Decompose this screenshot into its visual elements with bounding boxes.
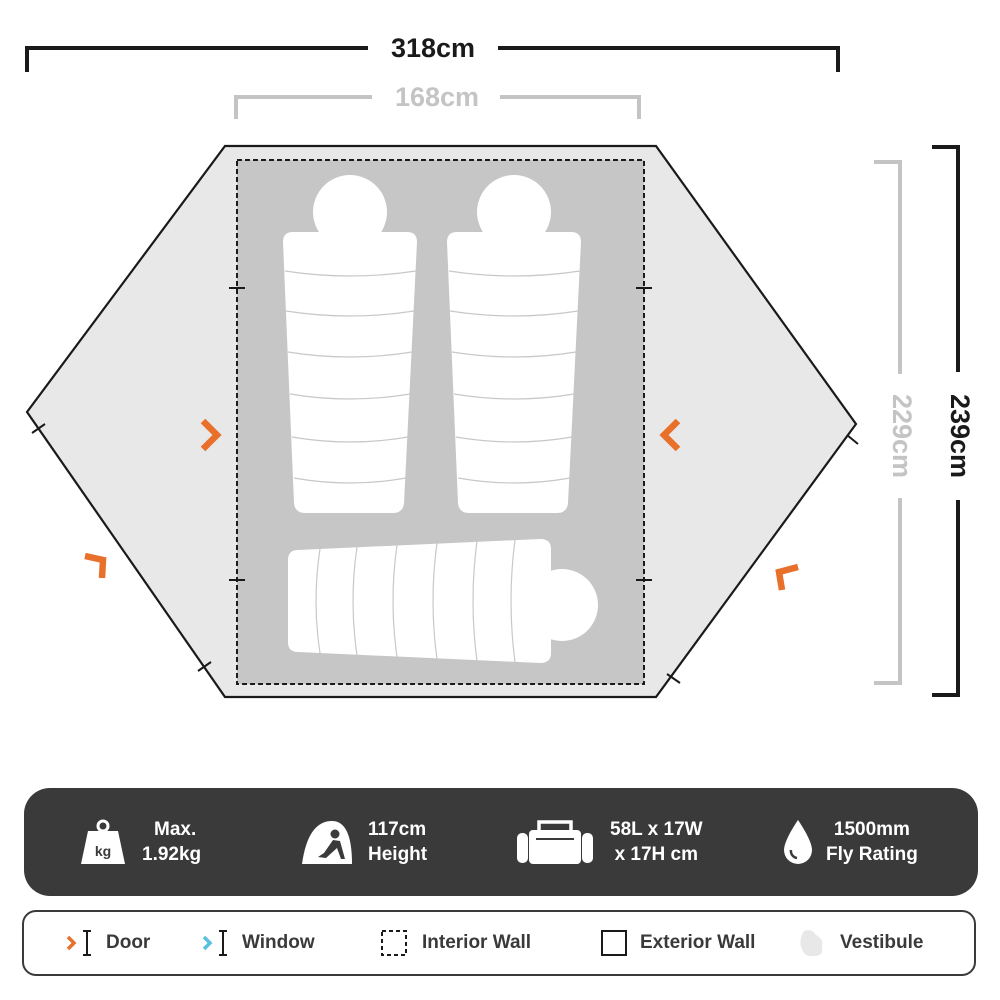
spec-weight: kg Max. 1.92kg	[78, 788, 201, 896]
spec-packed-size-line1: 58L x 17W	[610, 819, 703, 840]
outer-width-dimension: 318cm	[25, 33, 840, 72]
legend-vestibule-label: Vestibule	[840, 932, 924, 953]
outer-width-label: 318cm	[391, 33, 475, 63]
door-icon	[66, 930, 91, 956]
legend-item-vestibule: Vestibule	[796, 912, 923, 974]
duffel-bag-icon	[517, 820, 593, 864]
window-icon	[202, 930, 227, 956]
spec-fly-rating: 1500mm Fly Rating	[782, 788, 918, 896]
spec-fly-rating-line1: 1500mm	[833, 819, 910, 840]
legend-item-exterior-wall: Exterior Wall	[600, 912, 755, 974]
door-arrow-icon	[84, 552, 107, 579]
legend: Door Window Interior Wall Exterior Wall	[22, 910, 976, 976]
spec-height: 117cm Height	[300, 788, 427, 896]
inner-width-label: 168cm	[395, 82, 479, 112]
legend-interior-wall-label: Interior Wall	[422, 932, 532, 953]
outer-length-dimension: 239cm	[932, 145, 975, 697]
spec-weight-line2: 1.92kg	[142, 844, 202, 865]
inner-length-label: 229cm	[887, 394, 917, 478]
inner-length-dimension: 229cm	[874, 160, 917, 685]
inner-width-dimension: 168cm	[234, 82, 641, 119]
legend-item-window: Window	[200, 912, 315, 974]
exterior-door-markers	[31, 423, 859, 684]
interior-wall-icon	[381, 930, 407, 956]
spec-packed-size: 58L x 17W x 17H cm	[516, 788, 703, 896]
legend-item-interior-wall: Interior Wall	[380, 912, 531, 974]
interior-door-markers	[229, 287, 652, 581]
spec-height-line2: Height	[368, 844, 428, 865]
spec-fly-rating-line2: Fly Rating	[826, 844, 918, 865]
spec-packed-size-line2: x 17H cm	[614, 844, 699, 865]
water-drop-icon	[784, 820, 812, 864]
legend-window-label: Window	[242, 932, 315, 953]
tent-height-person-icon	[302, 821, 352, 864]
outer-length-label: 239cm	[945, 394, 975, 478]
spec-height-line1: 117cm	[368, 819, 427, 840]
floorplan-diagram: 318cm 168cm 229cm 239cm	[25, 33, 975, 699]
exterior-wall-icon	[601, 930, 627, 956]
vestibule-icon	[800, 930, 823, 957]
spec-weight-line1: Max.	[154, 819, 197, 840]
sleeping-bag	[288, 539, 598, 663]
specs-bar: kg Max. 1.92kg 117cm Height	[24, 788, 978, 896]
door-arrow-icon	[200, 418, 222, 452]
door-arrow-icon	[775, 563, 799, 591]
legend-item-door: Door	[64, 912, 150, 974]
door-arrow-icon	[659, 418, 681, 452]
sleeping-bag	[447, 175, 581, 513]
legend-exterior-wall-label: Exterior Wall	[640, 932, 756, 953]
weight-kg-icon: kg	[81, 819, 125, 864]
legend-door-label: Door	[106, 932, 151, 953]
sleeping-bag	[283, 175, 417, 513]
interior-wall-dashed	[236, 159, 645, 685]
weight-icon-label: kg	[95, 843, 111, 859]
